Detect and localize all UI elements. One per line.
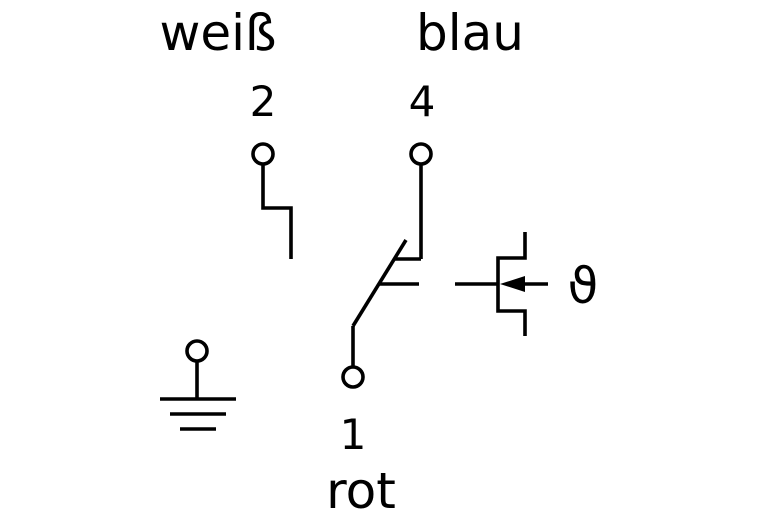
- ground-connector: [185, 339, 209, 363]
- pin-number-4: 4: [409, 77, 436, 126]
- temperature-arrow-head: [500, 276, 525, 292]
- pin-number-1: 1: [340, 410, 367, 459]
- terminal-4-connector: [409, 142, 433, 166]
- terminal-2-contact-lead: [261, 164, 293, 259]
- pin-number-2: 2: [250, 77, 277, 126]
- terminal-2-connector: [251, 142, 275, 166]
- wire-color-label-terminal-4: blau: [416, 4, 524, 62]
- wire-color-label-terminal-2: weiß: [159, 4, 276, 62]
- bimetal-actuator: [496, 232, 527, 336]
- temperature-symbol-icon: ϑ: [568, 257, 599, 315]
- terminal-1-connector: [341, 365, 365, 389]
- wire-color-label-terminal-1: rot: [326, 462, 396, 515]
